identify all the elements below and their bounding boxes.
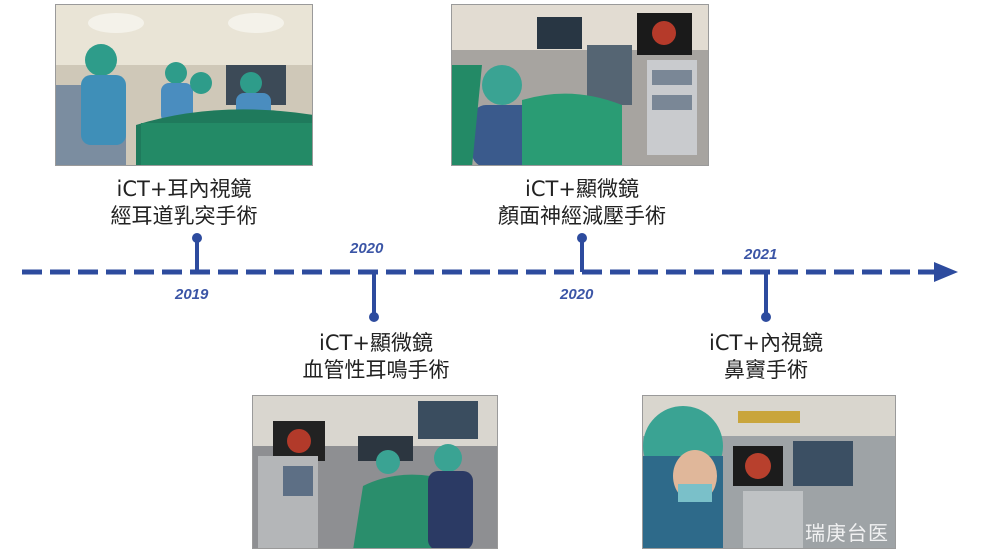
timeline-marker-stem: [195, 238, 199, 272]
event-label-line2: 鼻竇手術: [724, 358, 808, 382]
event-label-2020-b: iCT+顯微鏡 顏面神經減壓手術: [482, 176, 682, 230]
event-label-line2: 血管性耳鳴手術: [302, 358, 450, 382]
event-label-2020-a: iCT+顯微鏡 血管性耳鳴手術: [276, 330, 476, 384]
photo-endoscope-sinus-surgery: 瑞庚台医: [642, 395, 896, 549]
photo-microscope-tinnitus-surgery: [252, 395, 498, 549]
event-label-line1: iCT+內視鏡: [709, 331, 823, 355]
event-label-line1: iCT+顯微鏡: [319, 331, 433, 355]
event-label-line1: iCT+顯微鏡: [525, 177, 639, 201]
timeline-arrow-head: [934, 262, 958, 282]
watermark-text: 瑞庚台医: [805, 521, 889, 545]
timeline-marker-stem: [372, 272, 376, 314]
timeline-marker-dot: [761, 312, 771, 322]
event-year-2020-a: 2020: [350, 240, 384, 257]
event-label-2019: iCT+耳內視鏡 經耳道乳突手術: [84, 176, 284, 230]
event-year-2019: 2019: [175, 286, 209, 303]
photo-ear-endoscope-surgery: [55, 4, 313, 166]
photo-microscope-facial-nerve-surgery: [451, 4, 709, 166]
event-label-2021: iCT+內視鏡 鼻竇手術: [666, 330, 866, 384]
event-year-2021: 2021: [744, 246, 778, 263]
event-label-line2: 經耳道乳突手術: [110, 204, 258, 228]
event-year-2020-b: 2020: [560, 286, 594, 303]
event-label-line1: iCT+耳內視鏡: [116, 177, 252, 201]
event-label-line2: 顏面神經減壓手術: [498, 204, 666, 228]
timeline-marker-stem: [764, 272, 768, 314]
timeline-marker-dot: [369, 312, 379, 322]
timeline-marker-stem: [580, 238, 584, 272]
